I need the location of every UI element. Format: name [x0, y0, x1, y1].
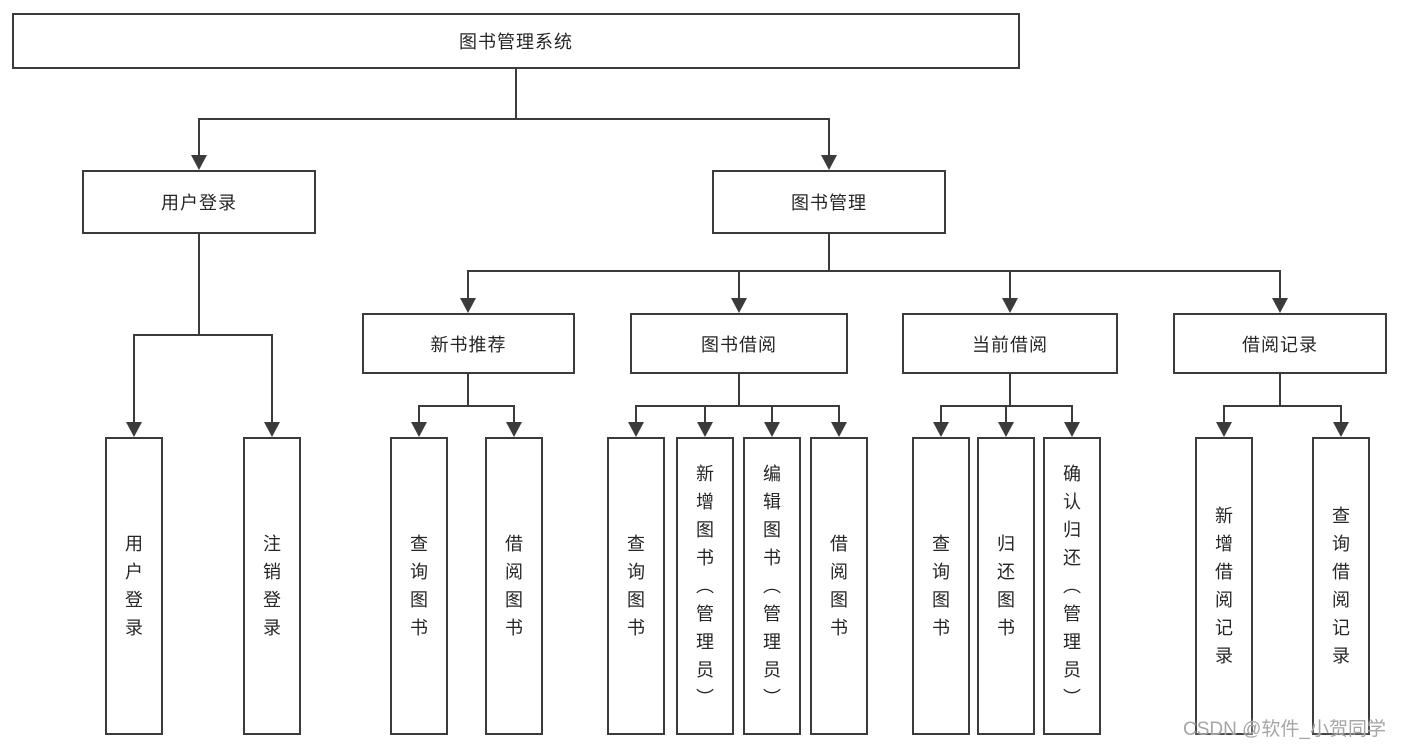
arrowhead-down-icon — [1333, 422, 1349, 437]
arrowhead-down-icon — [506, 422, 522, 437]
connector-line — [828, 119, 830, 157]
leaf-nbr-borrow-books-label: 借 阅 图 书 — [505, 534, 523, 638]
arrowhead-down-icon — [998, 422, 1014, 437]
connector-line — [1279, 374, 1281, 406]
node-new-book-recommend: 新书推荐 — [362, 313, 575, 374]
leaf-br-add-record: 新 增 借 阅 记 录 — [1195, 437, 1253, 735]
leaf-user-login-label: 用 户 登 录 — [125, 534, 143, 638]
arrowhead-down-icon — [933, 422, 949, 437]
connector-line — [1223, 405, 1342, 407]
node-new-book-recommend-label: 新书推荐 — [430, 334, 507, 355]
leaf-user-login: 用 户 登 录 — [105, 437, 163, 735]
arrowhead-down-icon — [764, 422, 780, 437]
connector-line — [1009, 374, 1011, 406]
arrowhead-down-icon — [731, 298, 747, 313]
leaf-nbr-borrow-books: 借 阅 图 书 — [485, 437, 543, 735]
connector-line — [771, 406, 773, 424]
node-user-login-label: 用户登录 — [161, 193, 237, 213]
node-book-management-label: 图书管理 — [791, 193, 867, 213]
node-borrow-records-label: 借阅记录 — [1242, 334, 1318, 355]
connector-line — [704, 406, 706, 424]
leaf-bb-borrow-books: 借 阅 图 书 — [810, 437, 868, 735]
leaf-bb-add-books-admin: 新 增 图 书 ︵ 管 理 员 ︶ — [676, 437, 734, 735]
arrowhead-down-icon — [1064, 422, 1080, 437]
node-book-borrow: 图书借阅 — [630, 313, 848, 374]
node-borrow-records: 借阅记录 — [1173, 313, 1387, 374]
connector-line — [635, 406, 637, 424]
connector-line — [1340, 406, 1342, 424]
node-book-borrow-label: 图书借阅 — [701, 334, 777, 355]
leaf-cb-query-books: 查 询 图 书 — [912, 437, 970, 735]
connector-line — [513, 406, 515, 424]
arrowhead-down-icon — [191, 155, 207, 170]
connector-line — [467, 270, 1281, 272]
leaf-cb-confirm-return-admin-label: 确 认 归 还 ︵ 管 理 员 ︶ — [1063, 464, 1081, 708]
leaf-bb-query-books-label: 查 询 图 书 — [627, 534, 645, 638]
connector-line — [271, 335, 273, 424]
connector-line — [198, 234, 200, 335]
connector-line — [1071, 406, 1073, 424]
leaf-cb-return-books: 归 还 图 书 — [977, 437, 1035, 735]
leaf-cb-query-books-label: 查 询 图 书 — [932, 534, 950, 638]
node-user-login: 用户登录 — [82, 170, 316, 234]
connector-line — [418, 406, 420, 424]
node-root-label: 图书管理系统 — [459, 32, 573, 52]
connector-line — [515, 69, 517, 119]
arrowhead-down-icon — [460, 298, 476, 313]
watermark: CSDN @软件_小贺同学 — [1183, 719, 1386, 740]
leaf-nbr-query-books-label: 查 询 图 书 — [410, 534, 428, 638]
connector-line — [1009, 271, 1011, 300]
node-book-management: 图书管理 — [712, 170, 946, 234]
connector-line — [738, 271, 740, 300]
arrowhead-down-icon — [411, 422, 427, 437]
leaf-bb-edit-books-admin-label: 编 辑 图 书 ︵ 管 理 员 ︶ — [763, 464, 781, 708]
connector-line — [133, 334, 273, 336]
connector-line — [940, 406, 942, 424]
connector-line — [133, 335, 135, 424]
connector-line — [198, 118, 830, 120]
connector-line — [828, 234, 830, 271]
leaf-br-add-record-label: 新 增 借 阅 记 录 — [1215, 506, 1233, 666]
connector-line — [198, 119, 200, 157]
leaf-bb-add-books-admin-label: 新 增 图 书 ︵ 管 理 员 ︶ — [696, 464, 714, 708]
arrowhead-down-icon — [264, 422, 280, 437]
leaf-logout-label: 注 销 登 录 — [263, 534, 281, 638]
arrowhead-down-icon — [1272, 298, 1288, 313]
leaf-logout: 注 销 登 录 — [243, 437, 301, 735]
leaf-cb-confirm-return-admin: 确 认 归 还 ︵ 管 理 员 ︶ — [1043, 437, 1101, 735]
leaf-br-query-record: 查 询 借 阅 记 录 — [1312, 437, 1370, 735]
arrowhead-down-icon — [697, 422, 713, 437]
leaf-bb-borrow-books-label: 借 阅 图 书 — [830, 534, 848, 638]
node-root: 图书管理系统 — [12, 13, 1020, 69]
connector-line — [738, 374, 740, 406]
arrowhead-down-icon — [628, 422, 644, 437]
connector-line — [1005, 406, 1007, 424]
connector-line — [838, 406, 840, 424]
connector-line — [418, 405, 515, 407]
arrowhead-down-icon — [1002, 298, 1018, 313]
connector-line — [1223, 406, 1225, 424]
connector-line — [1279, 271, 1281, 300]
connector-line — [467, 271, 469, 300]
arrowhead-down-icon — [831, 422, 847, 437]
leaf-bb-query-books: 查 询 图 书 — [607, 437, 665, 735]
connector-line — [467, 374, 469, 406]
leaf-br-query-record-label: 查 询 借 阅 记 录 — [1332, 506, 1350, 666]
leaf-cb-return-books-label: 归 还 图 书 — [997, 534, 1015, 638]
arrowhead-down-icon — [821, 155, 837, 170]
connector-line — [635, 405, 840, 407]
node-current-borrow-label: 当前借阅 — [972, 334, 1048, 355]
leaf-bb-edit-books-admin: 编 辑 图 书 ︵ 管 理 员 ︶ — [743, 437, 801, 735]
node-current-borrow: 当前借阅 — [902, 313, 1118, 374]
leaf-nbr-query-books: 查 询 图 书 — [390, 437, 448, 735]
arrowhead-down-icon — [1216, 422, 1232, 437]
arrowhead-down-icon — [126, 422, 142, 437]
